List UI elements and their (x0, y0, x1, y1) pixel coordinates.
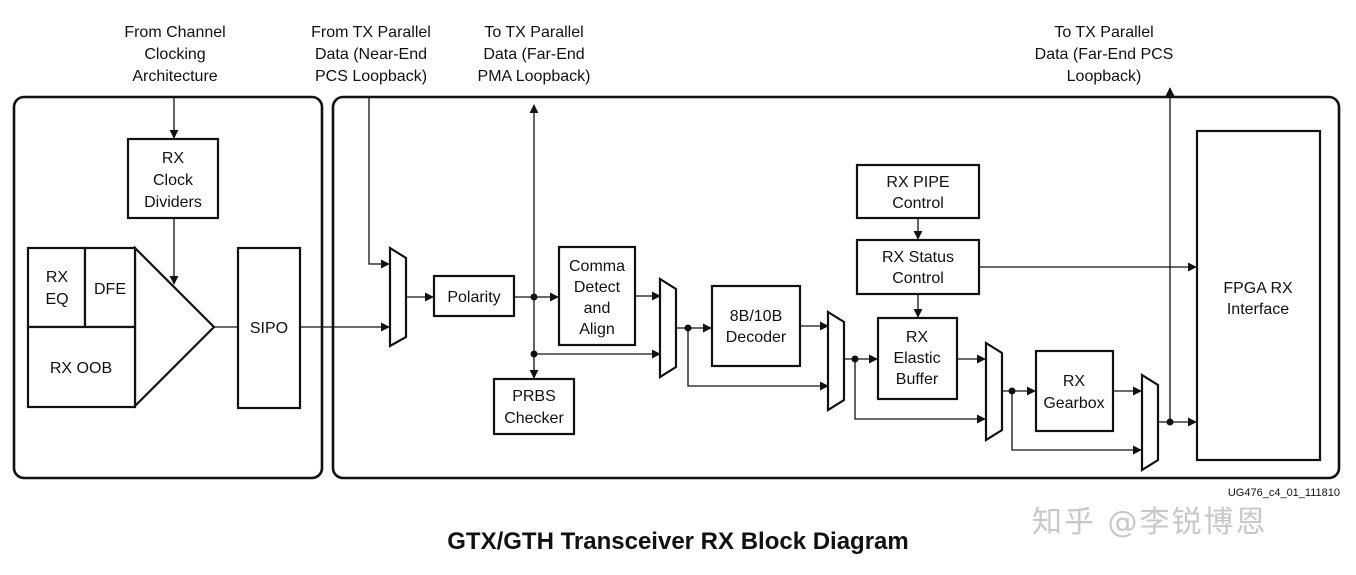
svg-text:RX PIPE: RX PIPE (886, 174, 949, 191)
wire-bypass-elastic-buffer (854, 359, 986, 424)
watermark: 知乎 @李锐博恩 (1032, 505, 1268, 540)
svg-text:DFE: DFE (94, 281, 126, 298)
block-sipo: SIPO (236, 246, 302, 410)
svg-text:Architecture: Architecture (132, 68, 217, 85)
label-channel-clocking: From Channel Clocking Architecture (124, 24, 225, 85)
wire-near-end-pcs-loopback (368, 97, 390, 269)
svg-text:RX Status: RX Status (882, 249, 954, 266)
svg-text:Control: Control (892, 195, 944, 212)
svg-text:Comma: Comma (569, 258, 625, 275)
svg-text:Clock: Clock (153, 172, 194, 189)
mux-5 (1140, 373, 1160, 472)
svg-text:Buffer: Buffer (896, 371, 939, 388)
svg-text:To TX Parallel: To TX Parallel (484, 24, 583, 41)
svg-text:Polarity: Polarity (447, 289, 500, 306)
svg-text:PRBS: PRBS (512, 388, 556, 405)
svg-text:RX: RX (46, 269, 69, 286)
svg-text:and: and (584, 300, 611, 317)
svg-text:Detect: Detect (574, 279, 621, 296)
svg-text:Decoder: Decoder (726, 329, 787, 346)
svg-text:8B/10B: 8B/10B (730, 308, 782, 325)
document-id: UG476_c4_01_111810 (1227, 487, 1340, 499)
block-rx-eq: RX EQ (26, 246, 87, 329)
mux-3 (826, 310, 846, 412)
block-rx-gearbox: RX Gearbox (1034, 349, 1115, 433)
mux-4 (984, 341, 1004, 442)
block-fpga-rx-interface: FPGA RX Interface (1195, 129, 1322, 462)
mux-1 (388, 246, 408, 348)
svg-text:Gearbox: Gearbox (1043, 395, 1104, 412)
svg-text:Dividers: Dividers (144, 194, 202, 211)
svg-text:From TX Parallel: From TX Parallel (311, 24, 431, 41)
block-rx-oob: RX OOB (26, 325, 137, 409)
svg-text:PMA Loopback): PMA Loopback) (478, 68, 591, 85)
svg-text:RX: RX (906, 329, 929, 346)
block-dfe: DFE (83, 246, 137, 329)
svg-text:Interface: Interface (1227, 301, 1289, 318)
svg-text:Data (Far-End: Data (Far-End (483, 46, 584, 63)
diagram-caption: GTX/GTH Transceiver RX Block Diagram (447, 528, 909, 555)
svg-text:Checker: Checker (504, 410, 564, 427)
svg-text:Clocking: Clocking (144, 46, 205, 63)
svg-text:RX: RX (162, 150, 185, 167)
pcs-section-frame (331, 95, 1341, 480)
svg-text:EQ: EQ (45, 291, 68, 308)
label-far-end-pma-loopback: To TX Parallel Data (Far-End PMA Loopbac… (478, 24, 591, 85)
wire-bypass-decoder (687, 328, 829, 391)
svg-text:Elastic: Elastic (893, 350, 940, 367)
svg-text:PCS Loopback): PCS Loopback) (315, 68, 427, 85)
mux-2 (658, 277, 678, 379)
svg-text:Data (Far-End PCS: Data (Far-End PCS (1035, 46, 1174, 63)
svg-text:Loopback): Loopback) (1067, 68, 1142, 85)
block-comma-detect-and-align: Comma Detect and Align (557, 245, 637, 347)
svg-text:Data (Near-End: Data (Near-End (315, 46, 427, 63)
block-rx-clock-dividers: RX Clock Dividers (126, 137, 220, 220)
block-rx-status-control: RX Status Control (855, 238, 981, 296)
block-rx-pipe-control: RX PIPE Control (855, 163, 981, 220)
block-prbs-checker: PRBS Checker (492, 377, 576, 436)
svg-text:FPGA RX: FPGA RX (1223, 280, 1293, 297)
svg-text:To TX Parallel: To TX Parallel (1054, 24, 1153, 41)
svg-text:SIPO: SIPO (250, 320, 288, 337)
pma-section-frame (12, 95, 324, 480)
svg-text:Control: Control (892, 270, 944, 287)
svg-text:RX OOB: RX OOB (50, 360, 112, 377)
svg-text:From Channel: From Channel (124, 24, 225, 41)
block-polarity: Polarity (432, 274, 516, 318)
svg-text:RX: RX (1063, 373, 1086, 390)
svg-text:Align: Align (579, 321, 615, 338)
label-near-end-pcs-loopback: From TX Parallel Data (Near-End PCS Loop… (311, 24, 431, 85)
block-rx-elastic-buffer: RX Elastic Buffer (876, 316, 959, 401)
wire-bypass-gearbox (1011, 391, 1142, 455)
label-far-end-pcs-loopback: To TX Parallel Data (Far-End PCS Loopbac… (1035, 24, 1174, 85)
block-8b10b-decoder: 8B/10B Decoder (710, 284, 802, 368)
